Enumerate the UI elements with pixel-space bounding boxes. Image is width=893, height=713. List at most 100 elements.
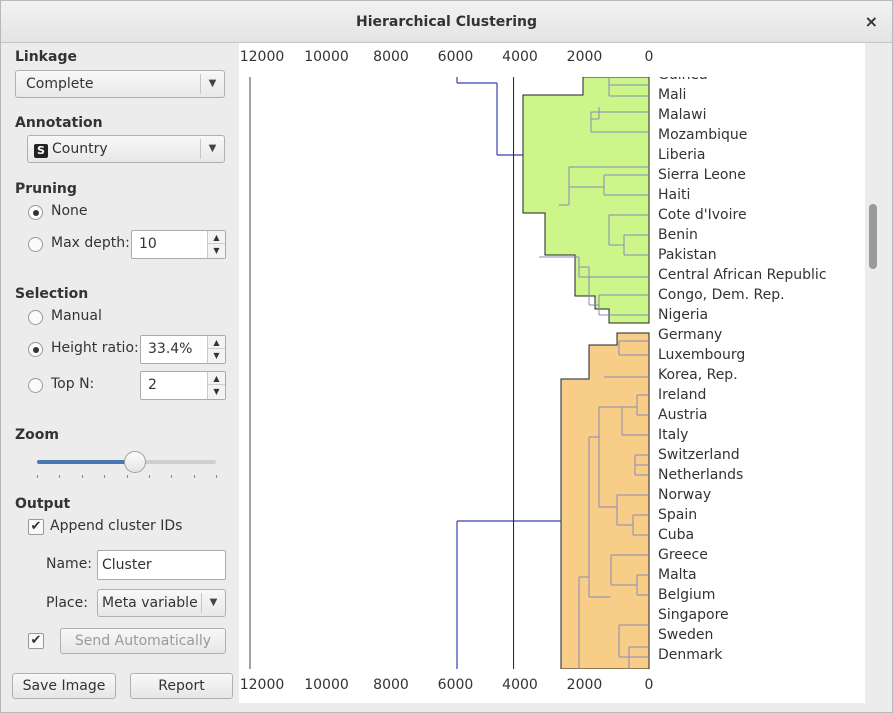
close-icon[interactable]: ×	[864, 12, 878, 31]
selection-topn-radio[interactable]	[28, 378, 43, 393]
selection-height-label: Height ratio:	[51, 340, 139, 356]
leaf-label: Norway	[658, 487, 711, 503]
leaf-label: Liberia	[658, 147, 705, 163]
leaf-label: Italy	[658, 427, 688, 443]
leaf-label: Pakistan	[658, 247, 717, 263]
scrollbar-thumb[interactable]	[869, 203, 877, 269]
zoom-slider-handle[interactable]	[124, 451, 147, 473]
cluster-1-region	[522, 77, 650, 324]
name-input[interactable]: Cluster	[97, 550, 226, 580]
string-variable-icon: S	[34, 144, 48, 158]
axis-tick-label: 8000	[373, 677, 409, 693]
topn-value: 2	[148, 377, 157, 393]
zoom-slider-fill	[37, 460, 136, 464]
leaf-label: Malta	[658, 567, 697, 583]
pruning-maxdepth-label: Max depth:	[51, 235, 130, 251]
zoom-tick	[37, 475, 38, 478]
selection-topn-label: Top N:	[51, 376, 95, 392]
leaf-label: Singapore	[658, 607, 729, 623]
place-select[interactable]: Meta variable ▼	[97, 589, 226, 617]
report-button[interactable]: Report	[130, 673, 233, 699]
leaf-label: Austria	[658, 407, 707, 423]
annotation-value: Country	[52, 141, 108, 157]
zoom-tick	[126, 475, 128, 478]
linkage-title: Linkage	[15, 49, 77, 65]
spin-down-icon[interactable]: ▼	[213, 387, 220, 396]
axis-tick-label: 10000	[304, 49, 349, 65]
zoom-tick	[216, 475, 217, 478]
leaf-label: Guinea	[658, 77, 708, 83]
selection-manual-label: Manual	[51, 308, 102, 324]
leaf-label: Belgium	[658, 587, 715, 603]
axis-tick-label: 8000	[373, 49, 409, 65]
spin-up-icon[interactable]: ▲	[208, 336, 225, 349]
selection-manual-radio[interactable]	[28, 310, 43, 325]
append-cluster-checkbox[interactable]: ✔	[28, 519, 44, 535]
zoom-tick	[104, 475, 106, 478]
axis-tick-label: 6000	[437, 49, 474, 65]
spin-down-icon[interactable]: ▼	[213, 246, 220, 255]
leaf-label: Germany	[658, 327, 722, 343]
axis-tick-label: 0	[644, 677, 654, 693]
zoom-tick	[171, 475, 173, 478]
spin-down-icon[interactable]: ▼	[213, 351, 220, 360]
pruning-title: Pruning	[15, 181, 77, 197]
window-title: Hierarchical Clustering	[355, 14, 537, 30]
linkage-select[interactable]: Complete ▼	[15, 70, 225, 98]
axis-tick-label: 12000	[239, 677, 285, 693]
name-label: Name:	[46, 556, 93, 572]
chevron-down-icon: ▼	[200, 74, 224, 94]
leaf-label: Central African Republic	[658, 267, 827, 283]
axis-tick-label: 2000	[566, 677, 603, 693]
leaf-label: Netherlands	[658, 467, 743, 483]
pruning-maxdepth-radio[interactable]	[28, 237, 43, 252]
leaf-label: Mozambique	[658, 127, 747, 143]
leaf-label: Denmark	[658, 647, 723, 663]
annotation-select[interactable]: S Country ▼	[27, 135, 225, 163]
selection-height-radio[interactable]	[28, 342, 43, 357]
leaf-label: Switzerland	[658, 447, 740, 463]
leaf-label: Nigeria	[658, 307, 708, 323]
send-automatically-button[interactable]: Send Automatically	[60, 628, 226, 654]
leaf-label: Cuba	[658, 527, 694, 543]
append-cluster-label: Append cluster IDs	[50, 518, 183, 534]
maxdepth-spinbox[interactable]: 10 ▲ ▼	[131, 230, 226, 259]
leaf-label: Mali	[658, 87, 686, 103]
leaf-label: Sierra Leone	[658, 167, 746, 183]
axis-tick-label: 4000	[502, 677, 538, 693]
spin-up-icon[interactable]: ▲	[208, 231, 225, 244]
send-auto-checkbox[interactable]: ✔	[28, 633, 44, 649]
zoom-tick	[148, 475, 150, 478]
leaf-label: Luxembourg	[658, 347, 745, 363]
zoom-title: Zoom	[15, 427, 59, 443]
spin-up-icon[interactable]: ▲	[208, 372, 225, 385]
zoom-tick	[81, 475, 83, 478]
vertical-scrollbar[interactable]	[867, 43, 879, 693]
axis-tick-label: 0	[644, 49, 654, 65]
leaf-label: Spain	[658, 507, 697, 523]
annotation-title: Annotation	[15, 115, 103, 131]
dendrogram-view: 12000 10000 8000 6000 4000 2000 0 GuineaMaliMa…	[239, 43, 881, 703]
axis-tick-label: 2000	[566, 49, 603, 65]
topn-spinbox[interactable]: 2 ▲ ▼	[140, 371, 226, 400]
output-title: Output	[15, 496, 71, 512]
pruning-none-radio[interactable]	[28, 205, 43, 220]
selection-title: Selection	[15, 286, 89, 302]
cluster-2-region	[560, 332, 650, 669]
linkage-value: Complete	[26, 76, 94, 92]
maxdepth-value: 10	[139, 236, 157, 252]
title-bar: Hierarchical Clustering ×	[1, 1, 892, 43]
dendrogram-svg: GuineaMaliMalawiMozambiqueLiberiaSierra …	[249, 77, 827, 669]
height-ratio-spinbox[interactable]: 33.4% ▲▼	[140, 335, 226, 364]
chevron-down-icon: ▼	[200, 139, 224, 159]
zoom-tick	[193, 475, 195, 478]
save-image-button[interactable]: Save Image	[12, 673, 116, 699]
dendrogram-plot[interactable]: GuineaMaliMalawiMozambiqueLiberiaSierra …	[239, 77, 865, 669]
leaf-label: Greece	[658, 547, 708, 563]
axis-tick-label: 6000	[437, 677, 474, 693]
pruning-none-label: None	[51, 203, 88, 219]
leaf-label: Sweden	[658, 627, 713, 643]
axis-tick-label: 4000	[502, 49, 538, 65]
